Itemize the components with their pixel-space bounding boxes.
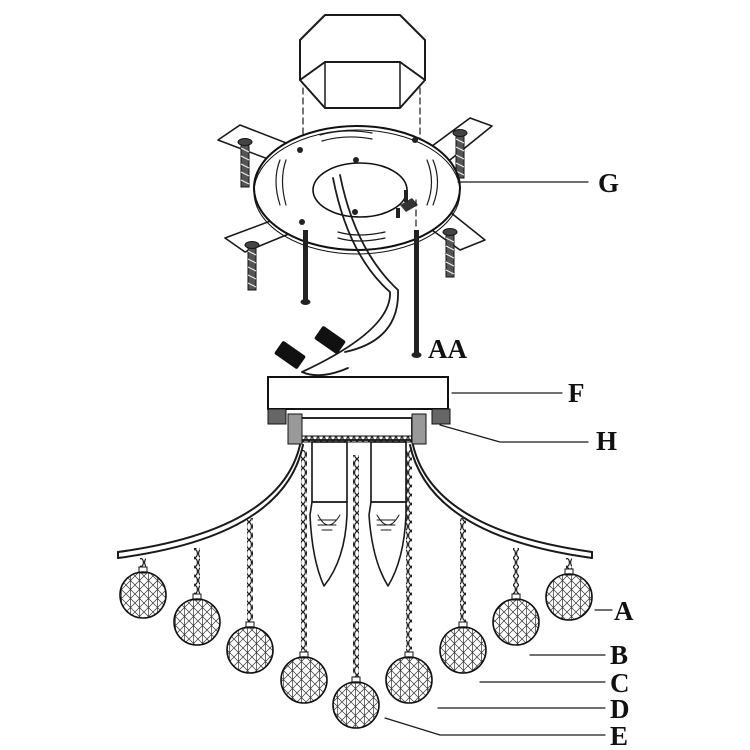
label-f: F xyxy=(568,378,585,408)
crystal-strand xyxy=(439,518,487,674)
supply-wires xyxy=(274,174,399,377)
leader-lines xyxy=(384,181,613,736)
crystal-ball xyxy=(119,571,167,619)
crystal-chain xyxy=(566,558,572,573)
wire-connector xyxy=(274,341,306,369)
crystal-strand xyxy=(332,455,380,729)
crystal-strand xyxy=(173,548,221,646)
crystal-strand xyxy=(545,558,593,621)
label-a: A xyxy=(614,596,634,626)
screw xyxy=(442,228,458,278)
mounting-screws xyxy=(237,129,468,291)
crystal-chain xyxy=(247,518,253,626)
crystal-ball xyxy=(385,656,433,704)
label-c: C xyxy=(610,668,630,698)
crystal-chain xyxy=(513,548,519,598)
crystal-ball xyxy=(439,626,487,674)
canopy xyxy=(267,376,451,425)
crystal-strands xyxy=(119,450,593,729)
crystal-chain xyxy=(460,518,466,626)
crystal-ball xyxy=(332,681,380,729)
crystal-strand xyxy=(280,450,328,704)
mounting-plate xyxy=(253,125,461,255)
long-screws xyxy=(300,199,422,358)
bulbs xyxy=(309,441,407,587)
crystal-strand xyxy=(226,518,274,674)
label-h: H xyxy=(596,426,617,456)
crystal-ball xyxy=(173,598,221,646)
label-e: E xyxy=(610,721,628,750)
bulb xyxy=(368,441,407,587)
crystal-ball xyxy=(545,573,593,621)
crystal-chain xyxy=(301,450,307,656)
crystal-chain xyxy=(194,548,200,598)
crystal-strand xyxy=(385,450,433,704)
crystal-chain xyxy=(353,455,359,681)
label-d: D xyxy=(610,694,630,724)
crystal-chain xyxy=(406,450,412,656)
crystal-ball xyxy=(226,626,274,674)
bulb xyxy=(309,441,348,587)
label-aa: AA xyxy=(428,334,467,364)
crystal-chain xyxy=(140,558,146,571)
crystal-strand xyxy=(492,548,540,646)
screw xyxy=(237,138,253,188)
wire-connector xyxy=(314,326,346,354)
label-b: B xyxy=(610,640,628,670)
screw xyxy=(244,241,260,291)
crystal-ball xyxy=(280,656,328,704)
screw xyxy=(452,129,468,179)
crystal-ball xyxy=(492,598,540,646)
crystal-strand xyxy=(119,558,167,619)
label-g: G xyxy=(598,168,619,198)
